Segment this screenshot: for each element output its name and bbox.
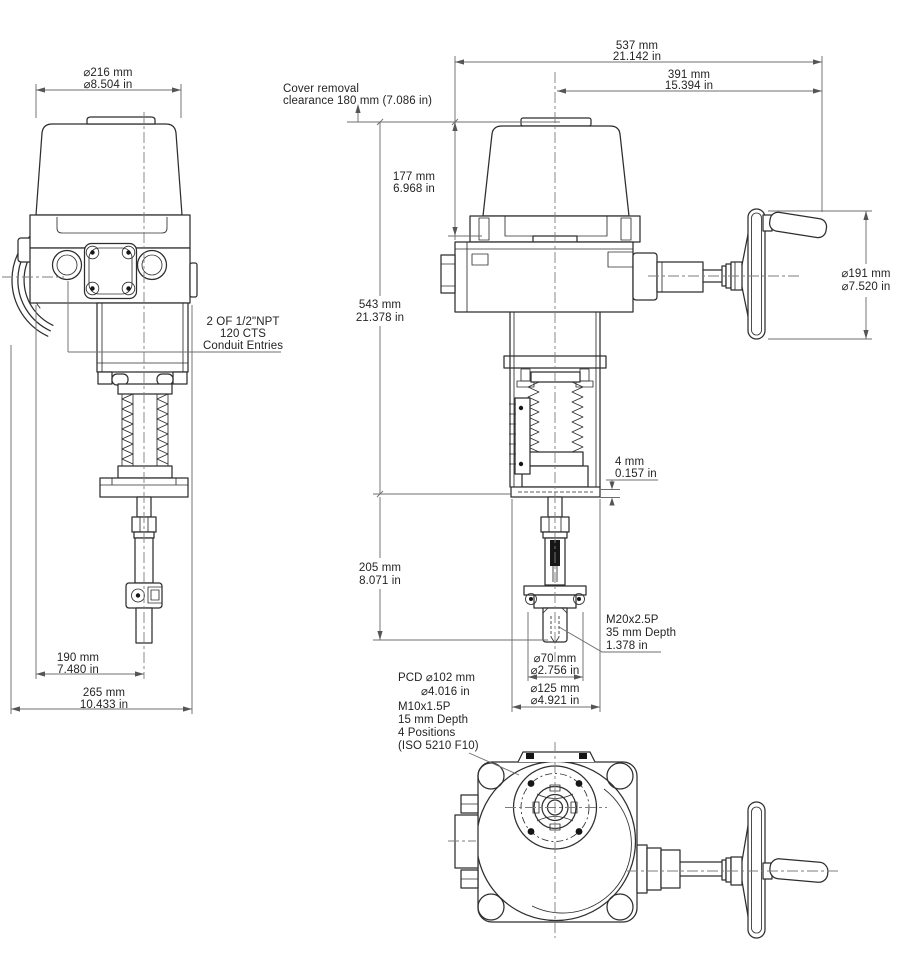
dim-cover-height-in: 6.968 in [393,183,435,195]
dim-handwheel-dia-in: ⌀7.520 in [842,281,891,293]
dim-base-dia-mm: ⌀125 mm [530,683,579,695]
conduit-entry-right [136,249,168,281]
dim-body-width-in: 10.433 in [80,699,128,711]
dim-body-height-in: 21.378 in [356,312,404,324]
dim-body-height-mm: 543 mm [359,299,401,311]
note-stem-thread-2: 35 mm Depth [606,627,676,639]
side-motor-cover [482,125,630,217]
note-conduit-2: 120 CTS [220,328,266,340]
handwheel-handle [768,211,828,239]
handwheel-shaft [632,223,751,327]
dim-base-dia-in: ⌀4.921 in [531,695,580,707]
dim-coupler-dia-mm: ⌀70 mm [534,653,577,665]
dim-base-plate-in: 0.157 in [615,468,657,480]
yoke-mount-tab [517,751,596,763]
note-conduit-1: 2 OF 1/2"NPT [206,316,279,328]
dim-cover-dia-mm: ⌀216 mm [83,67,132,79]
note-flange-3: M10x1.5P [398,701,451,713]
gear-block [96,302,189,373]
handwheel-side [747,208,828,340]
gear-housing-side [454,241,634,313]
dim-stroke-length-mm: 205 mm [359,562,401,574]
note-stem-thread-3: 1.378 in [606,640,648,652]
dim-stroke-length-in: 8.071 in [359,575,401,587]
dim-base-plate-mm: 4 mm [615,456,644,468]
corner-lugs [477,762,634,921]
dim-overall-width-mm: 537 mm [616,40,658,52]
note-flange-5: 4 Positions [398,727,456,739]
dim-stem-offset-in: 7.480 in [57,664,99,676]
dim-body-width-mm: 265 mm [83,687,125,699]
cover-cap [86,116,156,125]
front-view [2,112,198,679]
note-cover-removal-1: Cover removal [283,83,359,95]
note-stem-thread-1: M20x2.5P [606,614,659,626]
dim-handwheel-reach-in: 15.394 in [665,80,713,92]
handwheel-bottom [636,801,829,939]
cover-plate-bolts [85,245,136,296]
conduit-entry-left [51,249,83,281]
note-flange-2: ⌀4.016 in [421,686,470,698]
stem-front [125,496,163,644]
dim-handwheel-dia-mm: ⌀191 mm [841,268,890,280]
dim-cover-height-mm: 177 mm [393,171,435,183]
bottom-conduit-bosses [454,794,479,889]
note-flange-6: (ISO 5210 F10) [398,740,479,752]
bottom-view [448,742,840,939]
motor-cover [35,123,183,216]
dim-handwheel-reach-mm: 391 mm [668,69,710,81]
note-flange-4: 15 mm Depth [398,714,468,726]
dim-cover-dia-in: ⌀8.504 in [84,79,133,91]
bellows-front [117,383,173,479]
note-flange-1: PCD ⌀102 mm [398,672,475,684]
dimension-layer: ⌀216 mm ⌀8.504 in 190 mm 7.480 in 265 mm… [10,40,891,776]
note-cover-removal-2: clearance 180 mm (7.086 in) [283,95,432,107]
side-view [440,72,828,662]
dim-coupler-dia-in: ⌀2.756 in [531,665,580,677]
note-conduit-3: Conduit Entries [203,340,283,352]
dim-overall-width-in: 21.142 in [613,51,661,63]
dim-stem-offset-mm: 190 mm [57,652,99,664]
position-indicator [509,397,531,475]
